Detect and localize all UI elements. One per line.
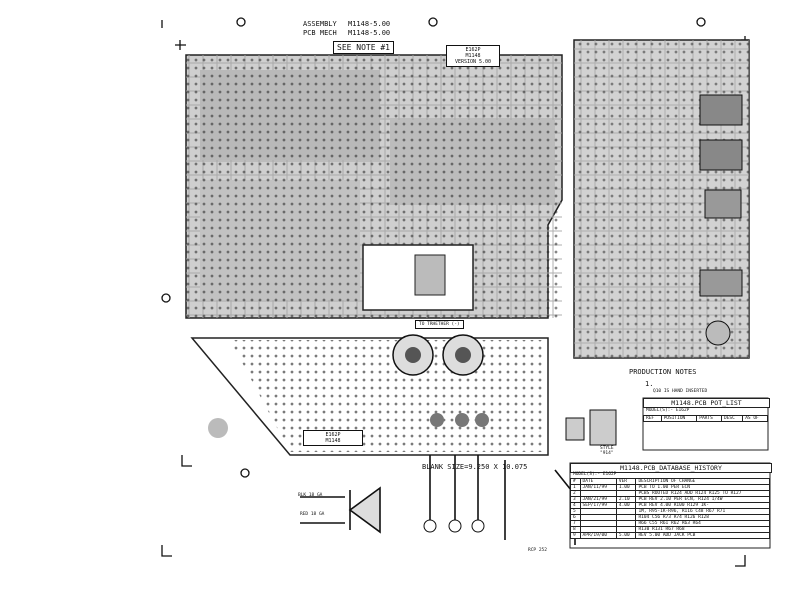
production-note-number: 1. (645, 380, 654, 388)
pot-col-parts: PARTS (696, 415, 723, 422)
version-line-1: E162P (465, 47, 481, 53)
history-model-value: E162P (602, 472, 617, 477)
production-note-text: Q10 IS HAND INSERTED (653, 389, 708, 394)
board-id-box: E162P M1148 (303, 430, 363, 446)
to-tr-label: TO TRHETHER (-) (415, 320, 464, 329)
pot-list-model: MODEL(S):- E162P (646, 408, 689, 413)
pot-list-model-value: E162P (675, 408, 690, 413)
pot-col-position: POSITION (660, 415, 698, 422)
style-line-1: STYLE (600, 446, 614, 451)
history-cell: APR/19/00 (579, 532, 617, 539)
transformer-block (362, 244, 474, 311)
pot-list-table: REF POSITION PARTS DESC AS OF (643, 415, 768, 422)
wire-label-blk: BLK 18 GA (298, 493, 323, 498)
pot-col-ref: REF (643, 415, 662, 422)
version-line-3: VERSION 5.00 (454, 59, 492, 65)
wire-label-red: RED 18 GA (300, 512, 325, 517)
jack-board (573, 39, 750, 359)
pot-col-desc: DESC (721, 415, 744, 422)
history-model: MODEL(S):- E162P (573, 472, 616, 477)
history-cell: REV 5.00 ADD JACK PCB (635, 532, 770, 539)
history-title: M1148.PCB_DATABASE_HISTORY (570, 463, 772, 473)
style-part (565, 409, 617, 446)
version-line-2: M1148 (465, 53, 481, 59)
board-id-line-2: M1148 (325, 438, 341, 444)
wire-label-rcp: RCP 252 (528, 548, 547, 553)
pot-list-header-row: REF POSITION PARTS DESC AS OF (643, 415, 768, 422)
pot-list-title: M1148.PCB POT_LIST (643, 398, 770, 408)
blank-size-label: BLANK SIZE=9.250 X 10.075 (422, 463, 528, 471)
style-label: STYLE "914" (600, 446, 614, 456)
style-line-2: "914" (600, 451, 614, 456)
cable-plugs (423, 519, 485, 533)
see-note-label: SEE NOTE #1 (333, 41, 394, 54)
pcb-mech-label: PCB MECH (303, 29, 337, 37)
version-box: E162P M1148 VERSION 5.00 (446, 45, 500, 67)
assembly-value: M1148-5.00 (348, 20, 391, 28)
history-cell: 9 (570, 532, 581, 539)
pot-list-model-label: MODEL(S):- (646, 408, 674, 413)
production-notes-title: PRODUCTION NOTES (629, 368, 697, 376)
pcb-mech-value: M1148-5.00 (348, 29, 391, 37)
assembly-label: ASSEMBLY (303, 20, 337, 28)
power-board (190, 334, 549, 456)
pot-col-as-of: AS OF (742, 415, 768, 422)
history-cell: 5.00 (615, 532, 637, 539)
history-model-label: MODEL(S):- (573, 472, 601, 477)
board-id-line-1: E162P (325, 432, 341, 438)
